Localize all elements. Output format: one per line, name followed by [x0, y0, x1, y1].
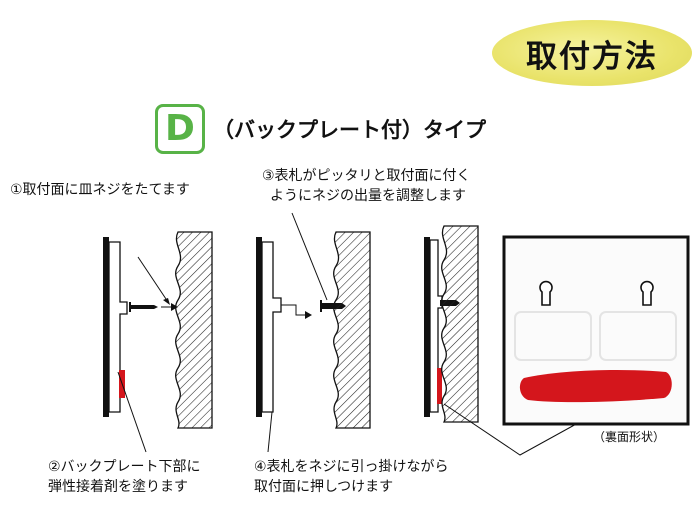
faint-printed-tag-right — [599, 311, 677, 361]
badge-title: 取付方法 — [526, 38, 658, 75]
step3-diagram — [256, 212, 371, 453]
adhesive-bead-3 — [437, 368, 442, 404]
step4-label-line1: ④表札をネジに引っ掛けながら — [254, 459, 449, 475]
step4-label-line2: 取付面に押しつけます — [254, 479, 394, 495]
type-letter: D — [165, 108, 195, 149]
wall-surface-3 — [441, 225, 479, 423]
step2-label-line2: 弾性接着剤を塗ります — [48, 479, 188, 495]
step3-label-line1: ③表札がピッタリと取付面に付く — [262, 168, 471, 184]
title-badge: 取付方法 — [492, 20, 692, 86]
keyhole-slot-right — [640, 280, 654, 306]
arrow-head-2 — [305, 311, 312, 319]
step1-diagram — [103, 231, 213, 453]
callout-line — [443, 403, 599, 456]
back-view-caption: （裏面形状） — [593, 430, 666, 444]
adhesive-stripe — [519, 370, 672, 403]
back-view-panel — [502, 235, 690, 426]
wall-surface — [175, 231, 213, 429]
type-letter-box: D — [155, 104, 205, 154]
step3-leader — [291, 212, 328, 301]
wall-surface-2 — [333, 231, 371, 429]
back-plate — [108, 241, 128, 413]
nameplate-edge-3 — [424, 237, 430, 417]
step4-leader — [267, 411, 273, 453]
nameplate-edge — [103, 237, 109, 417]
step3-label-line2: ようにネジの出量を調整します — [270, 188, 466, 204]
nameplate-edge-2 — [256, 237, 262, 417]
back-plate-3 — [429, 239, 443, 413]
type-heading: （バックプレート付）タイプ — [213, 118, 486, 142]
flat-head-screw — [129, 302, 158, 312]
back-plate-2 — [261, 241, 282, 413]
step1-label: ①取付面に皿ネジをたてます — [10, 182, 190, 198]
step1-leader — [137, 256, 169, 303]
step4-diagram — [424, 225, 599, 456]
arrow-head — [171, 303, 178, 311]
step2-label-line1: ②バックプレート下部に — [48, 459, 201, 475]
keyhole-slot-left — [539, 280, 553, 306]
step2-leader — [117, 371, 147, 453]
faint-printed-tag-left — [514, 311, 592, 361]
